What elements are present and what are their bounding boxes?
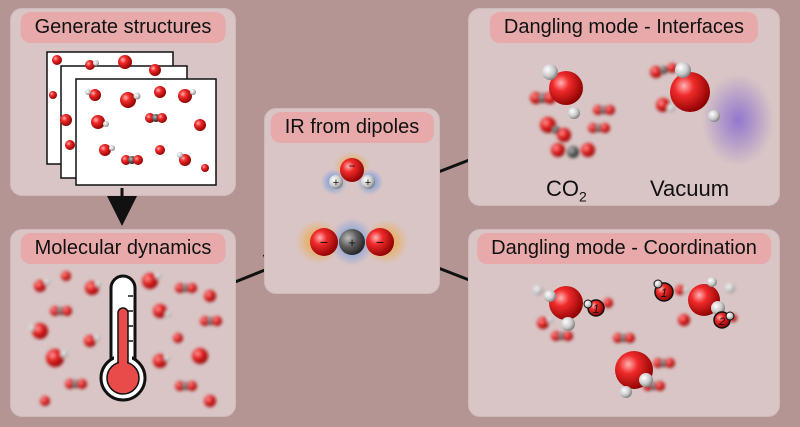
panel-title-generate: Generate structures [20,12,226,43]
interfaces-illustration [530,62,774,166]
co2-dipole: − + − [296,218,408,266]
charge-plus-co2: + [348,235,356,250]
vacuum-label: Vacuum [650,176,730,201]
md-illustration [29,271,222,407]
charge-minus-water: − [348,159,355,173]
svg-text:1: 1 [661,286,668,300]
thermometer-icon [99,274,147,402]
charge-plus-water-left: + [333,177,339,189]
coordination-illustration: 1 1 2 [533,277,737,398]
structure-sheets [46,51,217,186]
panel-title-interfaces: Dangling mode - Interfaces [489,12,759,43]
panel-title-ir: IR from dipoles [270,112,434,143]
panel-title-coordination: Dangling mode - Coordination [477,233,771,264]
coordination-marker-1-right: 1 [653,279,674,302]
coordination-marker-2: 2 [713,311,735,329]
panel-ir-from-dipoles: IR from dipoles [264,108,440,294]
charge-minus-co2-left: − [320,234,328,250]
panel-title-md: Molecular dynamics [20,233,226,264]
dipole-illustration: − + + − + − [296,152,408,266]
charge-minus-co2-right: − [376,234,384,250]
co2-label: CO2 [546,176,587,205]
charge-plus-water-right: + [365,177,371,189]
coordination-marker-1-left: 1 [583,299,605,317]
water-dipole: − + + [321,152,383,195]
svg-text:2: 2 [718,316,725,328]
svg-text:1: 1 [593,302,600,316]
